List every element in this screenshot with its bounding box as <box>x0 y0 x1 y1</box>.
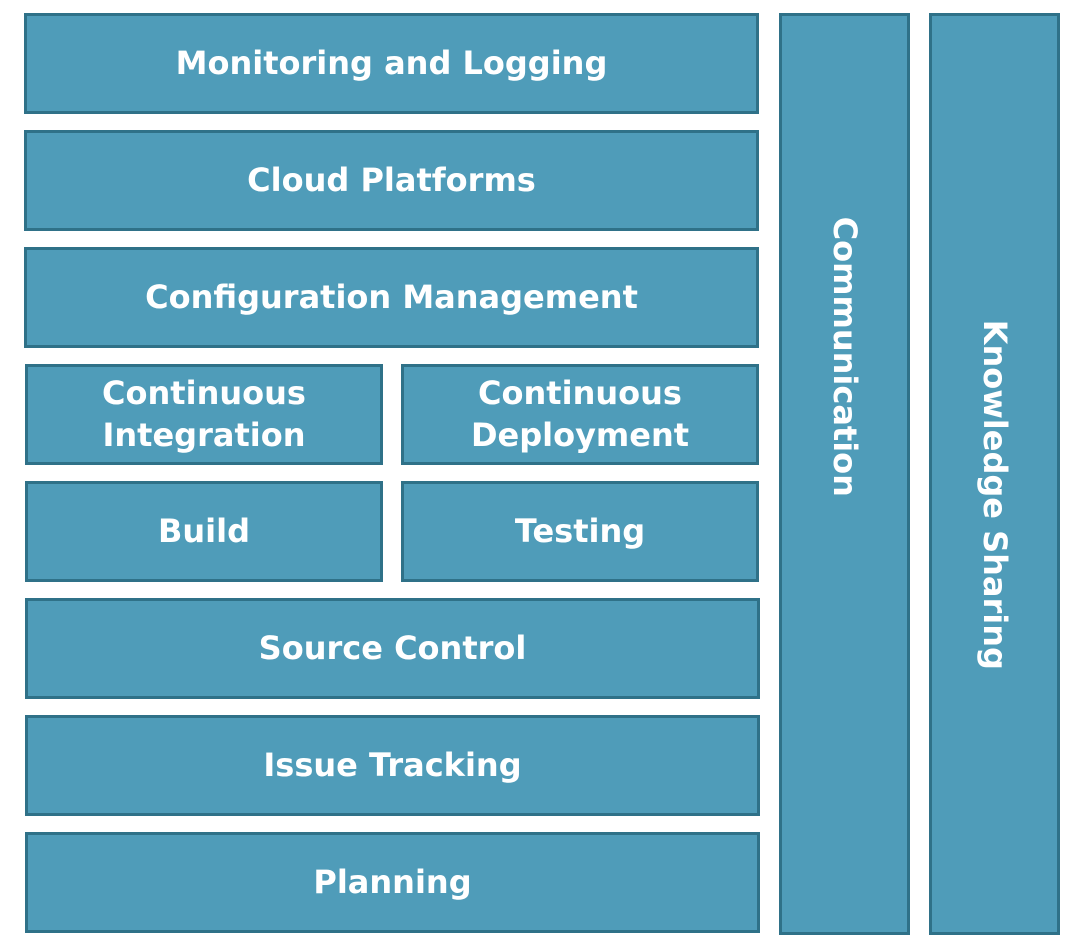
cloud-platforms-label: Cloud Platforms <box>247 160 536 199</box>
continuous-deployment-line-2: Deployment <box>470 415 690 454</box>
build-label: Build <box>157 511 250 550</box>
knowledge-sharing-label: Knowledge Sharing <box>976 319 1015 670</box>
build-block: Build <box>25 481 383 582</box>
continuous-deployment-line-1: Continuous <box>478 373 682 412</box>
cloud-platforms-block: Cloud Platforms <box>24 130 759 231</box>
planning-label: Planning <box>313 862 472 901</box>
continuous-integration-label: Continuous Integration <box>102 373 306 456</box>
continuous-deployment-block: Continuous Deployment <box>401 364 759 465</box>
testing-block: Testing <box>401 481 759 582</box>
issue-tracking-label: Issue Tracking <box>263 745 522 784</box>
continuous-integration-block: Continuous Integration <box>25 364 383 465</box>
testing-label: Testing <box>514 511 646 550</box>
planning-block: Planning <box>25 832 760 933</box>
monitoring-and-logging-label: Monitoring and Logging <box>175 43 608 82</box>
configuration-management-block: Configuration Management <box>24 247 759 348</box>
communication-pillar: Communication <box>779 13 910 935</box>
configuration-management-label: Configuration Management <box>145 277 638 316</box>
source-control-block: Source Control <box>25 598 760 699</box>
continuous-deployment-label: Continuous Deployment <box>471 373 689 456</box>
monitoring-and-logging-block: Monitoring and Logging <box>24 13 759 114</box>
continuous-integration-line-1: Continuous <box>102 373 306 412</box>
issue-tracking-block: Issue Tracking <box>25 715 760 816</box>
source-control-label: Source Control <box>258 628 527 667</box>
communication-label: Communication <box>826 216 865 497</box>
continuous-integration-line-2: Integration <box>102 415 306 454</box>
knowledge-sharing-pillar: Knowledge Sharing <box>929 13 1060 935</box>
